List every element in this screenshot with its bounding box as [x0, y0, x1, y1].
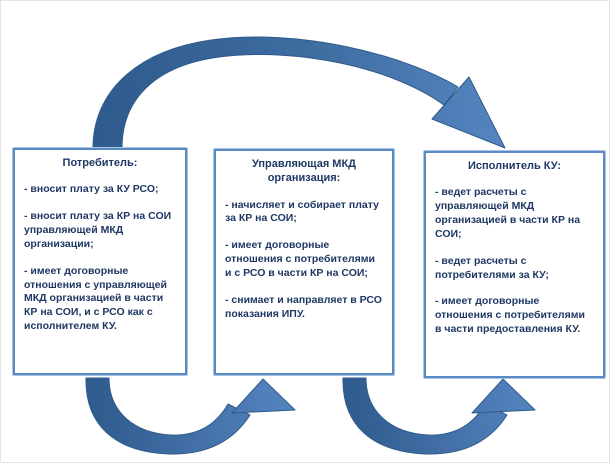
bottom-left-curved-arrow — [85, 377, 296, 455]
bottom-right-curved-arrow — [342, 377, 536, 455]
box-consumer-item: - вносит плату за КР на СОИ управляющей … — [24, 210, 172, 250]
box-manager-item: - имеет договорные отношения с потребите… — [225, 239, 375, 280]
box-consumer-item: - имеет договорные отношения с управляющ… — [24, 264, 167, 333]
box-executor: Исполнитель КУ: - ведет расчеты с управл… — [424, 151, 605, 378]
box-manager: Управляющая МКД организация: - начисляет… — [214, 149, 394, 375]
box-consumer-item: - вносит плату за КУ РСО; — [24, 183, 159, 196]
box-manager-item: - снимает и направляет в РСО показания И… — [225, 293, 382, 320]
box-executor-item: - ведет расчеты с потребителями за КУ; — [435, 254, 549, 281]
box-executor-item: - ведет расчеты с управляющей МКД органи… — [435, 186, 581, 240]
box-manager-title: Управляющая МКД организация: — [251, 158, 357, 185]
box-executor-title: Исполнитель КУ: — [467, 160, 562, 172]
box-executor-item: - имеет договорные отношения с потребите… — [435, 295, 585, 336]
box-consumer-title: Потребитель: — [62, 157, 138, 169]
top-curved-arrow — [92, 36, 506, 149]
box-manager-item: - начисляет и собирает плату за КР на СО… — [225, 198, 379, 225]
box-consumer: Потребитель: - вносит плату за КУ РСО; -… — [13, 148, 187, 375]
